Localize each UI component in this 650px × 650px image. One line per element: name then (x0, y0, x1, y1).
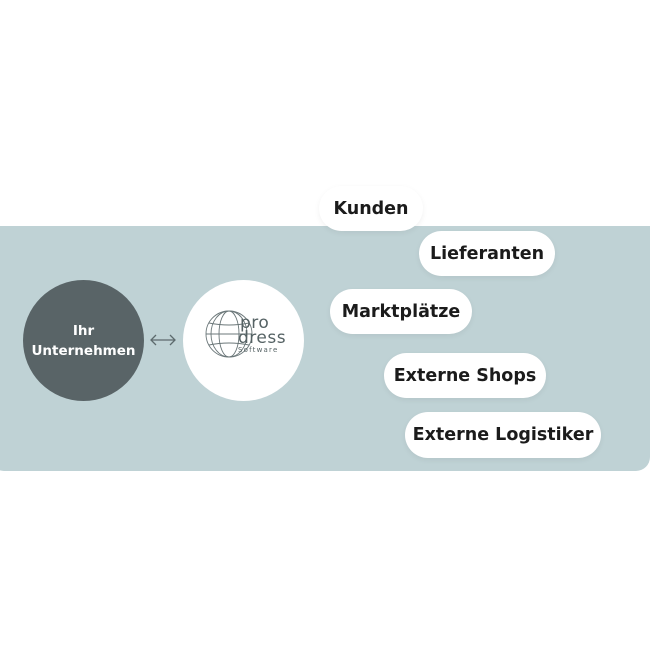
logo-line-software: Software (238, 346, 279, 354)
arrow-left-right-icon (150, 334, 176, 346)
partner-pill-externe-logistiker: Externe Logistiker (405, 412, 601, 458)
partner-pill-marktplaetze: Marktplätze (330, 289, 472, 334)
partner-pill-kunden: Kunden (319, 186, 423, 231)
partner-label: Kunden (333, 198, 409, 219)
partner-label: Externe Shops (393, 365, 537, 386)
partner-label: Lieferanten (429, 243, 545, 264)
company-circle: Ihr Unternehmen (23, 280, 144, 401)
company-label: Ihr Unternehmen (31, 322, 136, 359)
prodress-logo-circle: pro dress Software (183, 280, 304, 401)
partner-pill-externe-shops: Externe Shops (384, 353, 546, 398)
globe-icon (205, 310, 253, 358)
partner-pill-lieferanten: Lieferanten (419, 231, 555, 276)
logo-line-dress: dress (238, 328, 287, 348)
prodress-wordmark: pro dress Software (238, 313, 287, 355)
logo-line-pro: pro (240, 313, 270, 333)
partner-label: Externe Logistiker (412, 425, 594, 445)
partner-label: Marktplätze (341, 301, 461, 322)
